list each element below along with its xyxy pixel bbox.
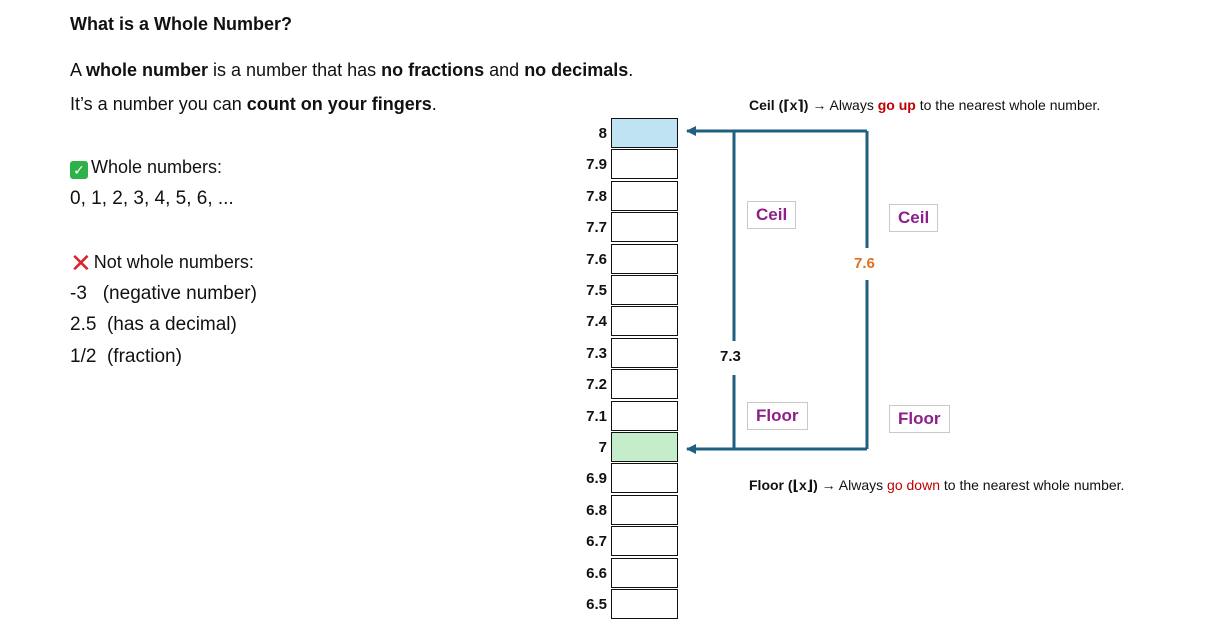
- number-line-tick-label: 7.3: [586, 344, 607, 362]
- number-line-tick-label: 7: [598, 439, 607, 456]
- number-line-cell: [611, 557, 678, 588]
- outer-example-value: 7.6: [852, 255, 877, 272]
- non-whole-example: 1/2 (fraction): [70, 346, 182, 367]
- count-line: It’s a number you can count on your fing…: [70, 94, 437, 115]
- number-line-tick-label: 6.6: [586, 564, 607, 582]
- page-title: What is a Whole Number?: [70, 14, 293, 34]
- ceil-note-rest: to the nearest whole number.: [915, 97, 1101, 113]
- number-line-tick-label: 7.5: [586, 282, 607, 299]
- number-line-tick-label: 7.8: [586, 187, 607, 205]
- number-line-tick-label: 6.7: [586, 533, 607, 551]
- count-prefix: It’s a number you can: [70, 94, 247, 114]
- definition-prefix: A: [70, 60, 87, 80]
- number-line-cell: [611, 432, 678, 462]
- ceil-note-arrow: → Always: [808, 97, 878, 113]
- floor-label-inner: Floor: [747, 402, 808, 430]
- number-line-cell: [611, 494, 678, 525]
- ceil-label-inner: Ceil: [747, 201, 797, 229]
- whole-numbers-label: Whole numbers:: [91, 157, 223, 177]
- floor-note-arrow: → Always: [817, 477, 888, 493]
- number-line-tick-label: 7.2: [586, 376, 607, 394]
- number-line-tick-label: 7.6: [586, 250, 607, 268]
- number-line-tick-label: 6.9: [586, 470, 607, 488]
- number-line-cell: [611, 526, 678, 557]
- number-line-cell: [611, 243, 678, 274]
- number-line-tick-label: 7.7: [586, 219, 607, 237]
- no-fractions-text: no fractions: [381, 60, 485, 80]
- check-mark-icon: ✓: [70, 161, 88, 179]
- whole-numbers-label-line: ✓Whole numbers:: [70, 157, 222, 179]
- number-line-tick-label: 6.5: [586, 596, 607, 613]
- floor-note-rest: to the nearest whole number.: [939, 477, 1125, 493]
- ceil-label-outer: Ceil: [889, 204, 939, 232]
- number-line-tick-label: 7.1: [586, 407, 607, 425]
- number-line-tick-label: 7.4: [586, 313, 607, 331]
- not-whole-numbers-label: Not whole numbers:: [93, 252, 254, 272]
- floor-note-prefix: Floor (⌊x⌋): [749, 477, 818, 493]
- number-line-cell: [611, 180, 678, 211]
- non-whole-example: 2.5 (has a decimal): [70, 314, 237, 335]
- floor-note: Floor (⌊x⌋) → Always go down to the near…: [749, 477, 1124, 494]
- non-whole-example: -3 (negative number): [70, 283, 257, 304]
- floor-label-outer: Floor: [889, 405, 950, 433]
- number-line-tick-label: 8: [598, 125, 607, 142]
- not-whole-numbers-label-line: ✕Not whole numbers:: [70, 250, 254, 276]
- number-line-tick-label: 7.9: [586, 156, 607, 174]
- number-line-cell: [611, 589, 678, 619]
- definition-term: whole number: [86, 60, 209, 80]
- number-line-cell: [611, 306, 678, 337]
- definition-line: A whole number is a number that has no f…: [70, 60, 633, 81]
- ceil-note: Ceil (⌈x⌉) → Always go up to the nearest…: [749, 97, 1100, 114]
- number-line-cell: [611, 275, 678, 305]
- number-line-cell: [611, 463, 678, 494]
- ceil-note-emphasis: go up: [877, 97, 916, 113]
- whole-numbers-list: 0, 1, 2, 3, 4, 5, 6, ...: [70, 188, 234, 209]
- definition-end: .: [628, 60, 634, 80]
- inner-example-value: 7.3: [718, 348, 743, 365]
- number-line-cell: [611, 212, 678, 243]
- ceil-note-prefix: Ceil (⌈x⌉): [749, 97, 809, 113]
- cross-mark-icon: ✕: [70, 248, 92, 278]
- number-line-cell: [611, 337, 678, 368]
- definition-and: and: [484, 60, 525, 80]
- no-decimals-text: no decimals: [524, 60, 629, 80]
- count-end: .: [431, 94, 437, 114]
- definition-mid: is a number that has: [208, 60, 382, 80]
- number-line-tick-label: 6.8: [586, 501, 607, 519]
- number-line-cell: [611, 118, 678, 148]
- number-line-cell: [611, 369, 678, 400]
- number-line-cell: [611, 149, 678, 180]
- floor-note-emphasis: go down: [887, 477, 940, 493]
- count-bold: count on your fingers: [246, 94, 432, 114]
- number-line-cell: [611, 400, 678, 431]
